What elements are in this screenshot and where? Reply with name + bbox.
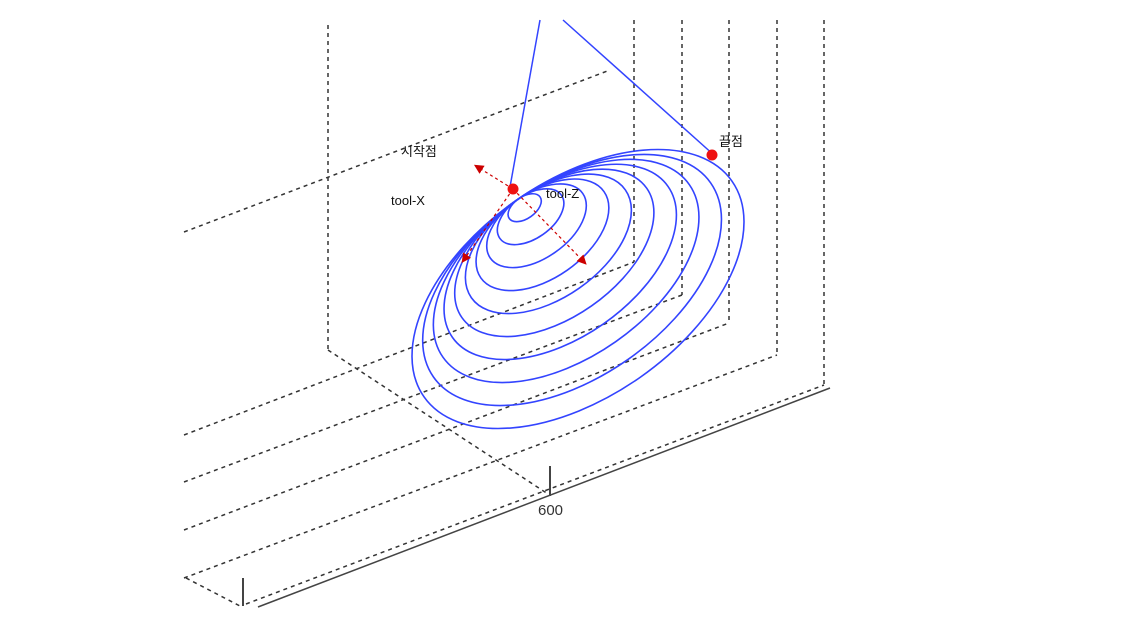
grid-depth-line xyxy=(327,349,549,495)
tool-x-arrow xyxy=(461,188,514,263)
approach-line xyxy=(509,19,541,188)
grid-diagonal-line xyxy=(245,384,825,605)
grid-diagonal-line xyxy=(183,261,635,436)
grid-diagonal-line xyxy=(183,69,611,233)
tool-axes xyxy=(461,164,587,265)
axis xyxy=(242,387,831,608)
tool-x-label: tool-X xyxy=(391,193,425,208)
grid-diagonal-line xyxy=(183,354,778,579)
start-point-marker xyxy=(507,183,519,195)
tool-z-arrow xyxy=(512,188,587,265)
toolpath-ring xyxy=(485,183,588,269)
axis-tick-label: 600 xyxy=(538,502,564,519)
toolpath-ring xyxy=(411,148,745,430)
grid-diagonal-line xyxy=(183,322,730,531)
retract-line xyxy=(562,19,716,157)
grid-depth-line xyxy=(185,577,241,607)
axis-line xyxy=(257,387,831,608)
approach-lines xyxy=(509,19,716,188)
end-point-label: 끝점 xyxy=(719,134,743,149)
start-point-label: 시작점 xyxy=(401,144,437,159)
tool-z-label: tool-Z xyxy=(546,186,580,201)
end-point-marker xyxy=(706,149,718,161)
spiral-toolpath xyxy=(411,148,745,430)
tool-axis-arrow xyxy=(473,164,514,190)
